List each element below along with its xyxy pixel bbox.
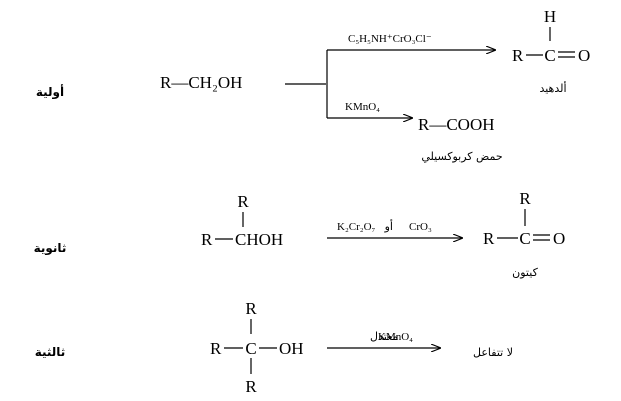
reactant-primary-alcohol: R—CH₂OH <box>160 73 242 92</box>
carboxylic-acid-product: R—COOH <box>418 115 495 134</box>
aldehyde-o: O <box>578 46 590 65</box>
aldehyde-name: ألدهيد <box>539 81 566 95</box>
ketone-o: O <box>553 229 565 248</box>
aldehyde-c: C <box>544 46 555 65</box>
carboxylic-acid-name: حمض كربوكسيلي <box>421 150 502 163</box>
tertiary-r-bottom: R <box>245 377 257 396</box>
tertiary-c: C <box>245 339 256 358</box>
secondary-chohl: CHOH <box>235 230 283 249</box>
aldehyde-h: H <box>544 7 556 26</box>
reagent-dichromate: K₂Cr₂O₇ <box>337 221 376 233</box>
reagent-cro3: CrO₃ <box>409 221 432 233</box>
reagent-kmno4-primary: KMnO₄ <box>345 101 380 113</box>
tertiary-oh: OH <box>279 339 304 358</box>
row-label-secondary: ثانوية <box>34 241 67 256</box>
tertiary-r-top: R <box>245 299 257 318</box>
secondary-r: R <box>201 230 213 249</box>
reagent-or: أو <box>384 219 393 233</box>
row-label-primary: أولية <box>36 84 64 100</box>
tertiary-r-left: R <box>210 339 222 358</box>
secondary-r-top: R <box>237 192 249 211</box>
row-label-tertiary: ثالثية <box>35 345 66 359</box>
ketone-r: R <box>483 229 495 248</box>
no-reaction-text: لا تتفاعل <box>473 346 513 359</box>
reagent-kmno4-tertiary: KMnO₄ <box>378 331 413 343</box>
ketone-c: C <box>519 229 530 248</box>
aldehyde-r: R <box>512 46 524 65</box>
reagent-pcc: C₅H₅NH⁺CrO₃Cl⁻ <box>348 33 432 45</box>
ketone-name: كيتون <box>512 266 538 279</box>
ketone-r-top: R <box>519 189 531 208</box>
reagent-neutral-word: معتدل <box>370 330 398 343</box>
